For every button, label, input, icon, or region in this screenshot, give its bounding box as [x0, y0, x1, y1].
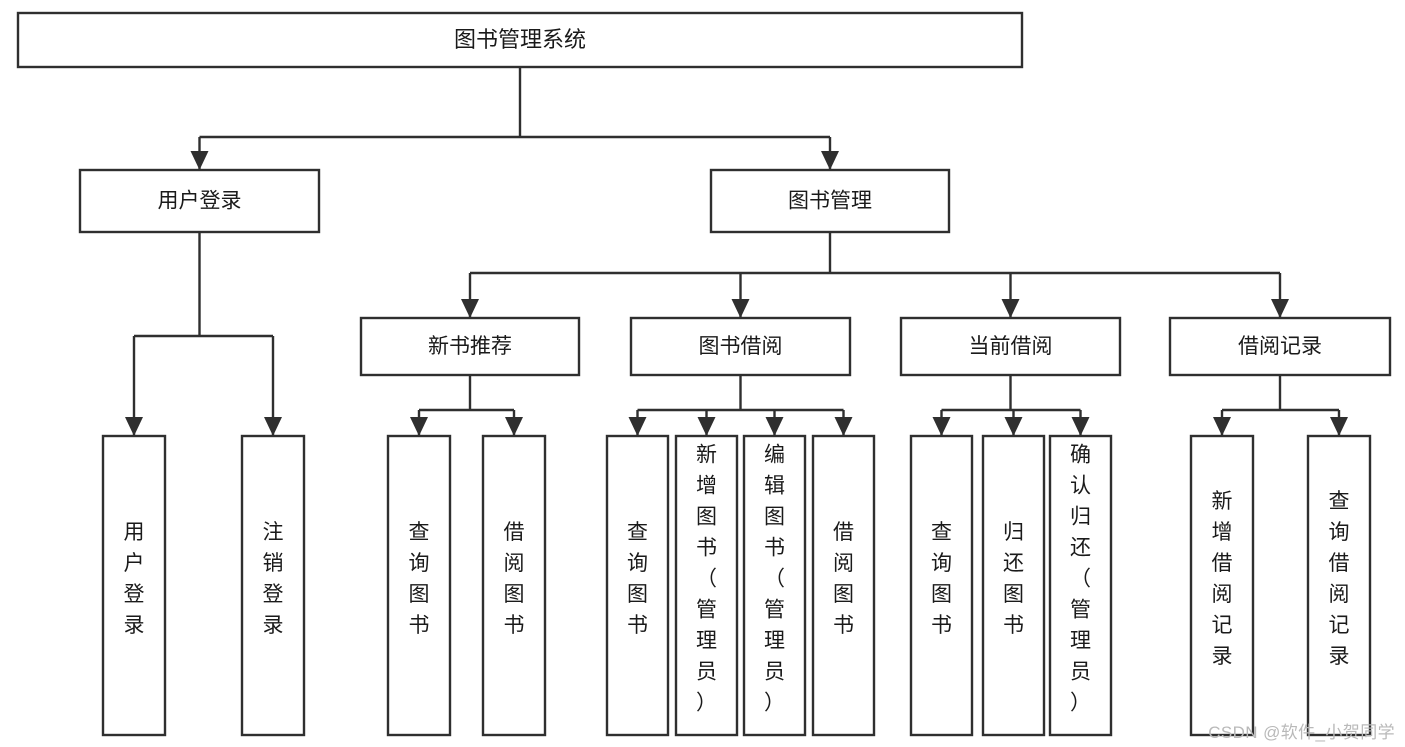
node-leaf-user-logout-label: 注销登录 — [263, 521, 284, 637]
node-leaf-query-book-1[interactable]: 查询图书 — [386, 434, 452, 737]
arrow-head-icon — [190, 151, 209, 170]
node-leaf-borrow-book-1-rect[interactable] — [481, 434, 547, 737]
node-leaf-confirm-return-label: 确认归还（管理员） — [1070, 444, 1091, 715]
node-leaf-user-logout-rect[interactable] — [240, 434, 306, 737]
arrow-head-icon — [461, 299, 479, 318]
arrow-head-icon — [1071, 417, 1090, 436]
node-new-book-recommend-label: 新书推荐 — [428, 335, 512, 358]
node-leaf-add-record-rect[interactable] — [1189, 434, 1255, 737]
node-new-book-recommend[interactable]: 新书推荐 — [359, 316, 581, 377]
arrow-head-icon — [505, 417, 523, 436]
node-leaf-edit-book-rect[interactable] — [742, 434, 807, 737]
node-user-login[interactable]: 用户登录 — [78, 168, 321, 234]
node-leaf-borrow-book-1[interactable]: 借阅图书 — [481, 434, 547, 737]
arrow-head-icon — [264, 417, 282, 436]
node-leaf-add-record[interactable]: 新增借阅记录 — [1189, 434, 1255, 737]
connector-layer — [125, 67, 1348, 436]
node-root-rect[interactable] — [16, 11, 1024, 69]
node-leaf-query-book-3-rect[interactable] — [909, 434, 974, 737]
node-leaf-confirm-return[interactable]: 确认归还（管理员） — [1048, 434, 1113, 737]
arrow-head-icon — [834, 417, 853, 436]
node-leaf-query-book-3[interactable]: 查询图书 — [909, 434, 974, 737]
node-leaf-query-book-2-rect[interactable] — [605, 434, 670, 737]
node-borrow-record-label: 借阅记录 — [1238, 335, 1322, 358]
arrow-head-icon — [1004, 417, 1023, 436]
node-book-manage-label: 图书管理 — [788, 190, 872, 213]
node-leaf-query-book-2[interactable]: 查询图书 — [605, 434, 670, 737]
node-root[interactable]: 图书管理系统 — [16, 11, 1024, 69]
arrow-head-icon — [628, 417, 647, 436]
node-leaf-query-record-rect[interactable] — [1306, 434, 1372, 737]
node-leaf-return-book-label: 归还图书 — [1003, 521, 1024, 637]
node-leaf-add-record-label: 新增借阅记录 — [1212, 490, 1233, 668]
node-leaf-edit-book-label: 编辑图书（管理员） — [764, 444, 785, 715]
arrow-head-icon — [765, 417, 784, 436]
node-book-borrow[interactable]: 图书借阅 — [629, 316, 852, 377]
arrow-head-icon — [125, 417, 143, 436]
arrow-head-icon — [932, 417, 951, 436]
arrow-head-icon — [821, 151, 839, 170]
node-leaf-confirm-return-rect[interactable] — [1048, 434, 1113, 737]
node-leaf-return-book-rect[interactable] — [981, 434, 1046, 737]
arrow-head-icon — [731, 299, 750, 318]
node-leaf-query-book-1-label: 查询图书 — [409, 521, 430, 637]
node-leaf-user-logout[interactable]: 注销登录 — [240, 434, 306, 737]
node-leaf-add-book[interactable]: 新增图书（管理员） — [674, 434, 739, 737]
node-borrow-record[interactable]: 借阅记录 — [1168, 316, 1392, 377]
node-current-borrow[interactable]: 当前借阅 — [899, 316, 1122, 377]
node-leaf-query-book-2-label: 查询图书 — [627, 521, 648, 637]
arrow-head-icon — [1271, 299, 1289, 318]
node-leaf-user-login-rect[interactable] — [101, 434, 167, 737]
node-leaf-borrow-book-2-label: 借阅图书 — [833, 521, 854, 637]
node-leaf-add-book-rect[interactable] — [674, 434, 739, 737]
node-root-label: 图书管理系统 — [454, 27, 586, 52]
node-leaf-borrow-book-2[interactable]: 借阅图书 — [811, 434, 876, 737]
node-current-borrow-rect[interactable] — [899, 316, 1122, 377]
node-leaf-borrow-book-2-rect[interactable] — [811, 434, 876, 737]
node-leaf-edit-book[interactable]: 编辑图书（管理员） — [742, 434, 807, 737]
node-user-login-rect[interactable] — [78, 168, 321, 234]
node-leaf-user-login-label: 用户登录 — [124, 521, 145, 637]
node-borrow-record-rect[interactable] — [1168, 316, 1392, 377]
node-book-manage-rect[interactable] — [709, 168, 951, 234]
node-user-login-label: 用户登录 — [158, 190, 242, 213]
node-book-borrow-label: 图书借阅 — [699, 335, 783, 358]
arrow-head-icon — [1001, 299, 1020, 318]
node-book-manage[interactable]: 图书管理 — [709, 168, 951, 234]
arrow-head-icon — [410, 417, 428, 436]
arrow-head-icon — [697, 417, 716, 436]
node-new-book-recommend-rect[interactable] — [359, 316, 581, 377]
node-leaf-user-login[interactable]: 用户登录 — [101, 434, 167, 737]
node-leaf-borrow-book-1-label: 借阅图书 — [504, 521, 525, 637]
node-leaf-query-record[interactable]: 查询借阅记录 — [1306, 434, 1372, 737]
node-leaf-return-book[interactable]: 归还图书 — [981, 434, 1046, 737]
node-book-borrow-rect[interactable] — [629, 316, 852, 377]
node-leaf-query-book-1-rect[interactable] — [386, 434, 452, 737]
arrow-head-icon — [1330, 417, 1348, 436]
node-leaf-query-book-3-label: 查询图书 — [931, 521, 952, 637]
arrow-head-icon — [1213, 417, 1231, 436]
node-leaf-add-book-label: 新增图书（管理员） — [696, 444, 717, 715]
node-leaf-query-record-label: 查询借阅记录 — [1329, 490, 1350, 668]
node-current-borrow-label: 当前借阅 — [969, 335, 1053, 358]
